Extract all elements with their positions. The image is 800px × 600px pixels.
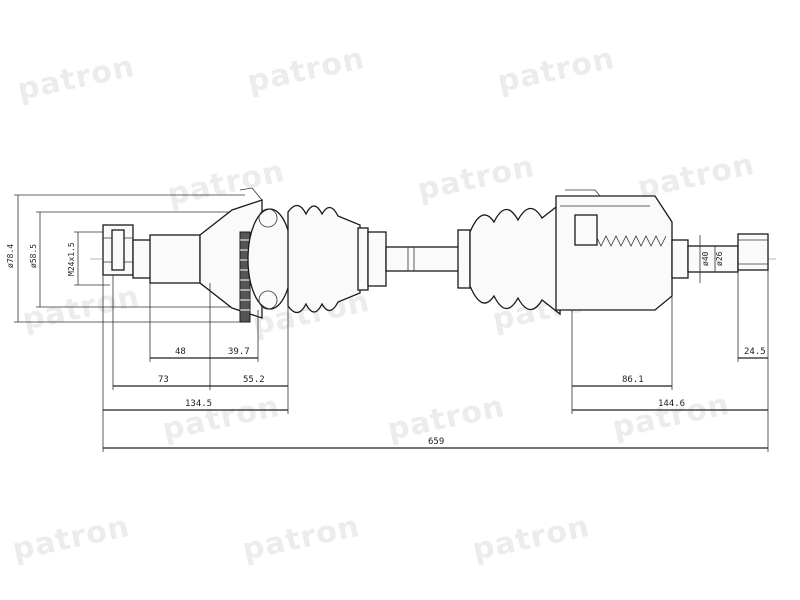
watermark-logo: patron: [19, 279, 143, 338]
dim-48: 48: [175, 347, 186, 357]
left-nut: [102, 224, 134, 276]
right-diameter-dimensions: ø40 ø26: [699, 235, 724, 283]
left-journal: [149, 234, 201, 284]
right-stub-collar: [671, 239, 689, 279]
dim-right-inner-diameter: ø26: [715, 251, 724, 266]
watermark-logo: patron: [494, 41, 618, 100]
outer-boot-clamp: [357, 227, 369, 291]
right-spline: [737, 233, 769, 271]
outer-boot: [287, 204, 361, 314]
watermark-logo: patron: [164, 154, 288, 213]
dim-55-2: 55.2: [243, 375, 265, 385]
watermark-logo: patron: [159, 389, 283, 448]
watermark-logo: patron: [384, 389, 508, 448]
shaft-assembly: [90, 187, 780, 323]
inner-cv-joint: [555, 195, 673, 311]
left-diameter-dimensions: ø78.4 ø58.5 M24x1.5: [6, 194, 245, 323]
inner-boot-clamp: [457, 229, 471, 289]
right-stub-shaft: [687, 245, 739, 273]
dim-left-inner-diameter: ø58.5: [29, 244, 38, 268]
dim-39-7: 39.7: [228, 347, 250, 357]
dim-73: 73: [158, 375, 169, 385]
dim-144-6: 144.6: [658, 399, 685, 409]
dim-right-outer-diameter: ø40: [701, 251, 710, 266]
dim-24-5: 24.5: [744, 347, 766, 357]
length-dimensions: 48 39.7 73 55.2 134.5 86.1 24.5 144.6 65…: [103, 347, 768, 449]
dim-left-outer-diameter: ø78.4: [6, 244, 15, 268]
dim-86-1: 86.1: [622, 375, 644, 385]
outer-joint-housing: [247, 208, 293, 310]
watermark-logo: patron: [239, 509, 363, 568]
watermark-logo: patron: [609, 387, 733, 446]
watermark-logo: patron: [414, 149, 538, 208]
watermark-logo: patron: [14, 49, 138, 108]
dim-total-length: 659: [428, 437, 444, 447]
inner-boot: [469, 202, 561, 316]
watermark-logo: patron: [244, 41, 368, 100]
watermark-logo: patron: [9, 509, 133, 568]
extension-lines: [102, 270, 769, 452]
dim-left-thread: M24x1.5: [67, 242, 76, 276]
inner-joint-splines: [595, 235, 667, 247]
main-shaft: [385, 246, 461, 272]
watermark-logo: patron: [469, 509, 593, 568]
dim-134-5: 134.5: [185, 399, 212, 409]
